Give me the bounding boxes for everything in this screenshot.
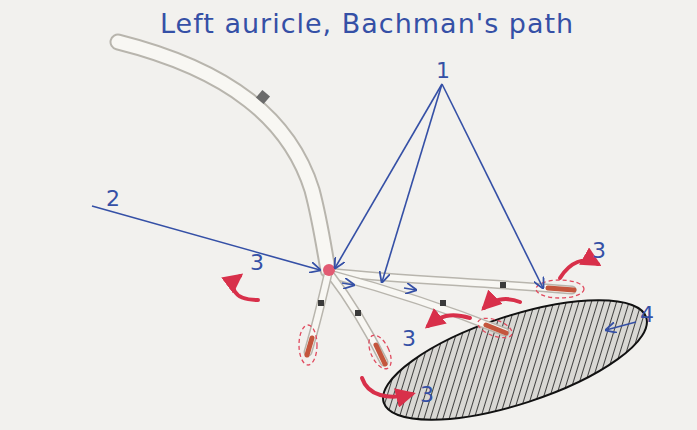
callout-number: 1 [436, 58, 450, 83]
catheter [118, 42, 574, 364]
tip-outlines [299, 280, 584, 372]
callout-number: 3 [250, 250, 264, 275]
callout-number: 4 [640, 302, 654, 327]
title: Left auricle, Bachman's path [160, 8, 574, 39]
callout-number: 2 [106, 186, 120, 211]
red-arrows [234, 260, 598, 396]
callout-number: 3 [402, 326, 416, 351]
leader-lines [92, 84, 636, 330]
callout-number: 3 [420, 382, 434, 407]
callout-number: 3 [592, 238, 606, 263]
